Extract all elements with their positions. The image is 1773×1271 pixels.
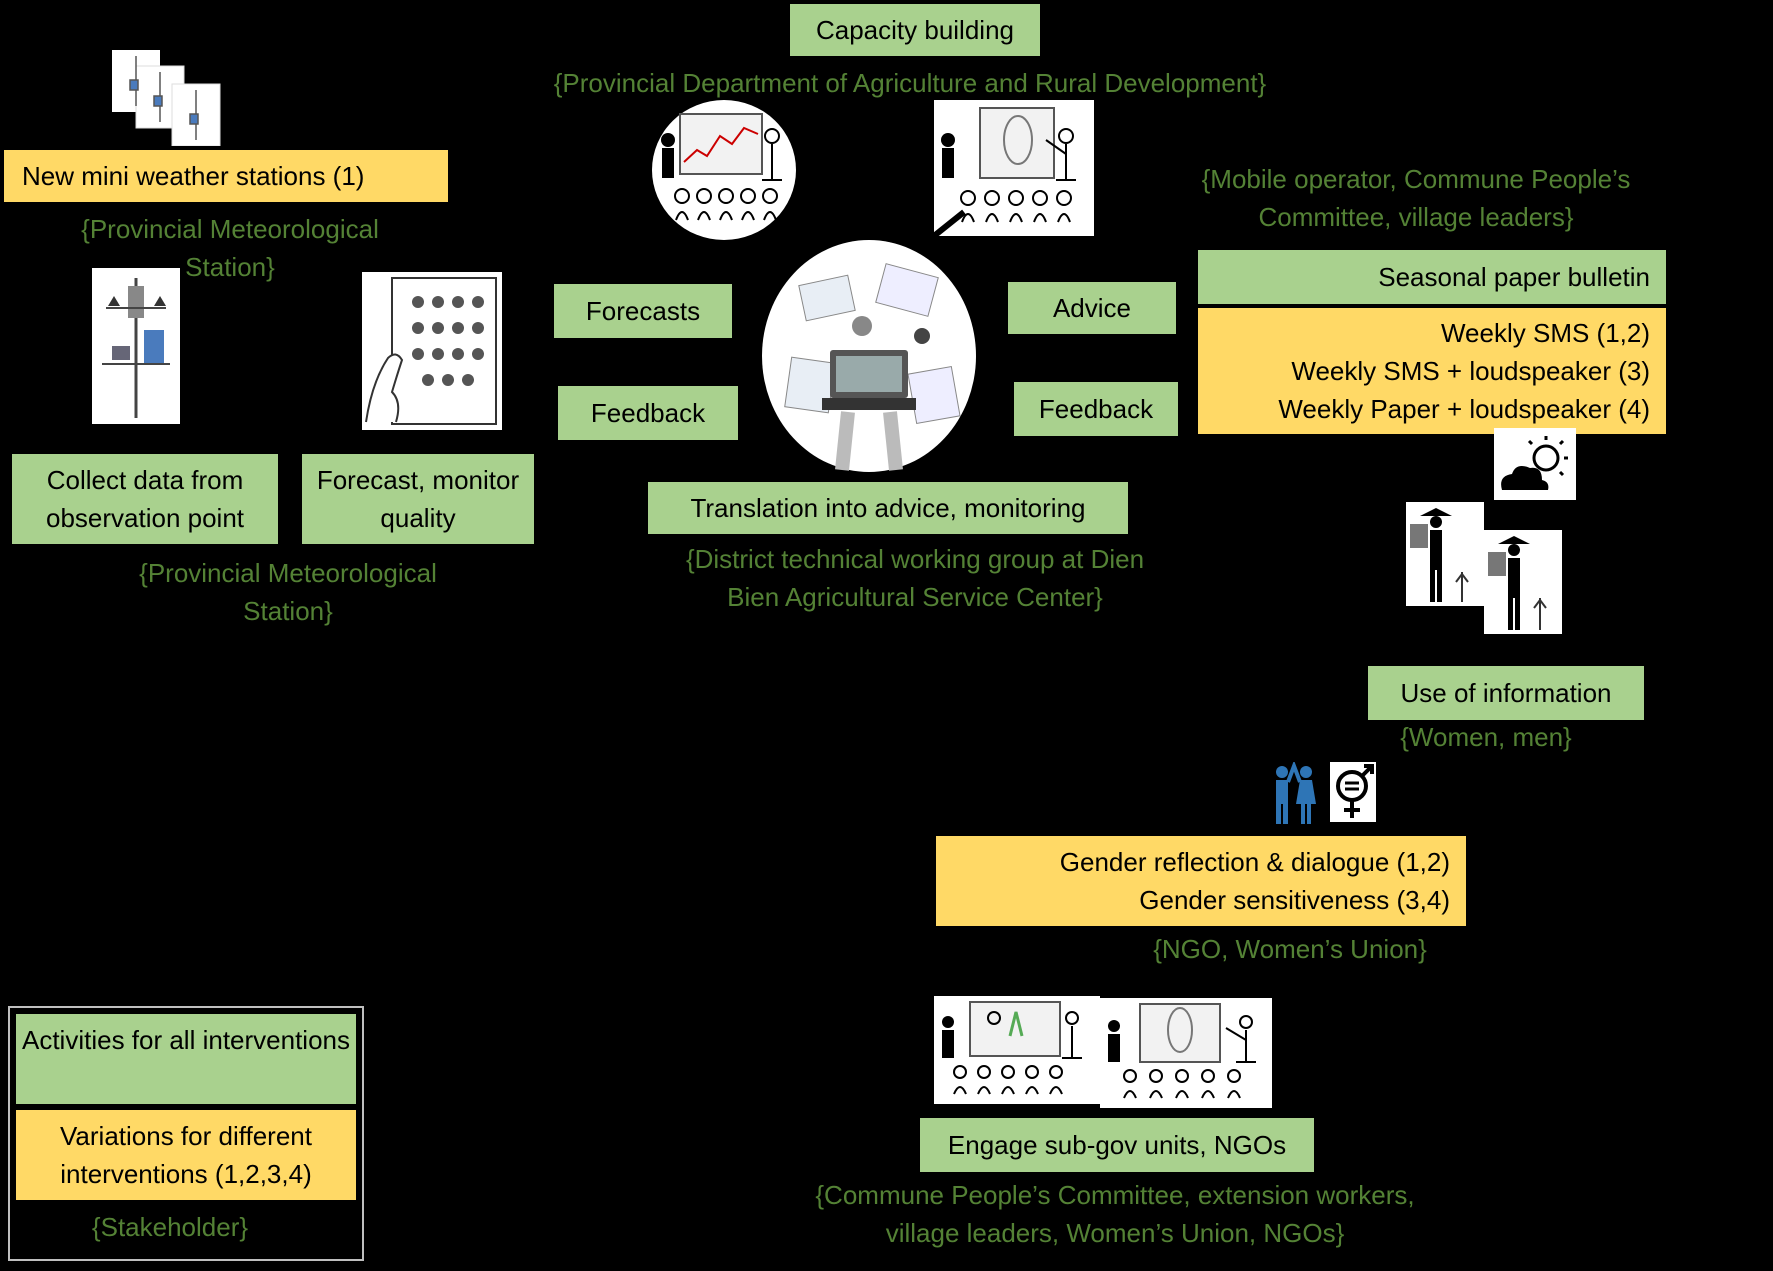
legend-variations-box: Variations for different interventions (…: [16, 1110, 356, 1200]
advice-label: Advice: [1052, 293, 1132, 323]
translation-label: Translation into advice, monitoring: [690, 493, 1086, 523]
forecast-quality-box: Forecast, monitor quality: [302, 454, 534, 544]
legend-all-box: Activities for all interventions: [16, 1014, 356, 1104]
stations-stakeholder: {Provincial Meteorological Station}: [81, 214, 379, 282]
weather-stations-icon: [112, 50, 222, 146]
variation-sms-loudspeaker: Weekly SMS + loudspeaker (3): [1291, 356, 1650, 386]
engagement-picture-right: [1100, 998, 1272, 1108]
training-picture-chart: [652, 100, 796, 240]
forecast-quality-label: Forecast, monitor quality: [316, 465, 520, 533]
use-of-information-label: Use of information: [1400, 678, 1612, 708]
mini-weather-stations-box: New mini weather stations (1): [4, 150, 448, 202]
couple-icon: [1266, 762, 1322, 824]
engage-label: Engage sub-gov units, NGOs: [947, 1130, 1287, 1160]
variation-sms: Weekly SMS (1,2): [1440, 318, 1650, 348]
feedback-left-box: Feedback: [558, 386, 738, 440]
gender-box: Gender reflection & dialogue (1,2) Gende…: [936, 836, 1466, 926]
translation-box: Translation into advice, monitoring: [648, 482, 1128, 534]
legend-stakeholder: {Stakeholder}: [91, 1212, 249, 1242]
dissemination-stakeholder: {Mobile operator, Commune People’s Commi…: [1201, 164, 1631, 232]
forecast-stakeholder: {Provincial Meteorological Station}: [139, 558, 437, 626]
legend: [8, 1006, 364, 1261]
gender-equality-icon: [1330, 762, 1376, 822]
advice-box: Advice: [1008, 282, 1176, 334]
desk-work-picture: [762, 240, 976, 472]
capacity-stakeholder: {Provincial Department of Agriculture an…: [553, 68, 1267, 98]
use-of-information-box: Use of information: [1368, 666, 1644, 720]
seasonal-bulletin-label: Seasonal paper bulletin: [1378, 262, 1650, 292]
feedback-right-label: Feedback: [1038, 394, 1154, 424]
mini-weather-stations-label: New mini weather stations (1): [22, 161, 365, 191]
dissemination-variations-box: Weekly SMS (1,2) Weekly SMS + loudspeake…: [1198, 308, 1666, 434]
forecast-sheet-icon: [362, 272, 502, 430]
farmers-icon: [1406, 502, 1562, 634]
weather-station-icon: [92, 268, 180, 424]
engage-box: Engage sub-gov units, NGOs: [920, 1118, 1314, 1172]
capacity-building-box: Capacity building: [790, 4, 1040, 56]
engage-stakeholder: {Commune People’s Committee, extension w…: [815, 1180, 1415, 1248]
legend-all-label: Activities for all interventions: [21, 1025, 351, 1055]
gender-stakeholder: {NGO, Women’s Union}: [1153, 934, 1427, 964]
feedback-right-box: Feedback: [1014, 382, 1178, 436]
collect-data-label: Collect data from observation point: [45, 465, 245, 533]
use-stakeholder: {Women, men}: [1400, 722, 1572, 752]
gender-reflection-label: Gender reflection & dialogue (1,2): [1059, 847, 1450, 877]
gender-sensitiveness-label: Gender sensitiveness (3,4): [1139, 885, 1450, 915]
capacity-building-label: Capacity building: [815, 15, 1014, 45]
collect-data-box: Collect data from observation point: [12, 454, 278, 544]
training-picture-poster: [934, 100, 1094, 236]
seasonal-bulletin-box: Seasonal paper bulletin: [1198, 250, 1666, 304]
sun-cloud-icon: [1494, 428, 1576, 500]
forecasts-box: Forecasts: [554, 284, 732, 338]
engagement-picture-left: [934, 996, 1100, 1104]
legend-variations-label: Variations for different interventions (…: [60, 1121, 312, 1189]
forecasts-label: Forecasts: [585, 296, 701, 326]
translation-stakeholder: {District technical working group at Die…: [685, 544, 1145, 612]
feedback-left-label: Feedback: [590, 398, 706, 428]
variation-paper-loudspeaker: Weekly Paper + loudspeaker (4): [1278, 394, 1650, 424]
